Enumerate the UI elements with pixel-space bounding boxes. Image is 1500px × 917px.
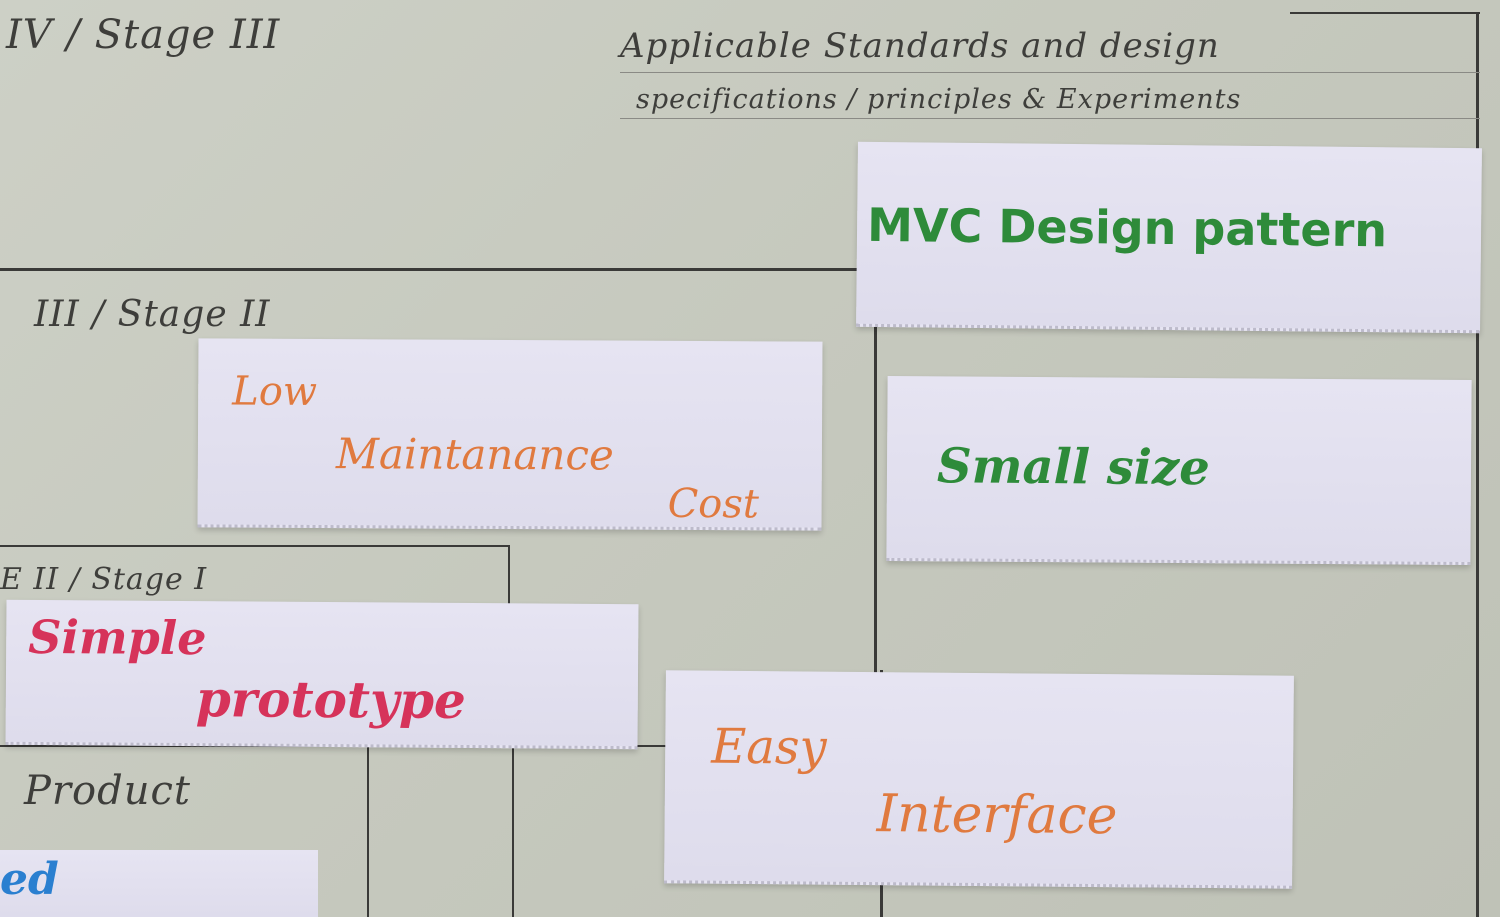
partial-card-text: ed <box>0 854 59 905</box>
prototype-text: prototype <box>195 669 467 731</box>
low-maintenance-cost-card: Low Maintanance Cost <box>197 338 823 531</box>
cost-text: Cost <box>667 480 760 528</box>
stage-iv-heading: IV / Stage III <box>6 12 281 58</box>
interface-text: Interface <box>876 784 1118 847</box>
standards-underline-1 <box>620 72 1480 73</box>
right-column-line <box>874 325 877 675</box>
top-right-border <box>1476 12 1479 917</box>
mvc-design-pattern-card: MVC Design pattern <box>856 141 1482 334</box>
product-heading: Product <box>24 768 191 814</box>
small-size-card: Small size <box>886 375 1472 566</box>
stage-iii-divider <box>0 268 860 271</box>
standards-heading-line1: Applicable Standards and design <box>620 26 1220 66</box>
middle-vertical-line <box>512 745 514 917</box>
maintanance-text: Maintanance <box>335 429 614 480</box>
stage-iii-heading: III / Stage II <box>34 294 271 335</box>
stage-ii-divider <box>0 545 510 547</box>
mvc-design-pattern-text: MVC Design pattern <box>866 197 1388 258</box>
partial-card-bottom-left: ed <box>0 850 318 917</box>
product-right-line <box>367 745 369 917</box>
easy-interface-card: Easy Interface <box>664 670 1294 889</box>
low-text: Low <box>232 368 318 415</box>
top-border <box>1290 12 1480 14</box>
standards-underline-2 <box>620 118 1480 119</box>
small-size-text: Small size <box>936 438 1211 497</box>
easy-text: Easy <box>711 718 827 776</box>
stage-ii-heading: E II / Stage I <box>0 562 208 597</box>
standards-heading-line2: specifications / principles & Experiment… <box>636 84 1242 115</box>
stage-ii-right-line <box>508 545 510 605</box>
simple-prototype-card: Simple prototype <box>5 599 639 750</box>
simple-text: Simple <box>28 609 207 666</box>
